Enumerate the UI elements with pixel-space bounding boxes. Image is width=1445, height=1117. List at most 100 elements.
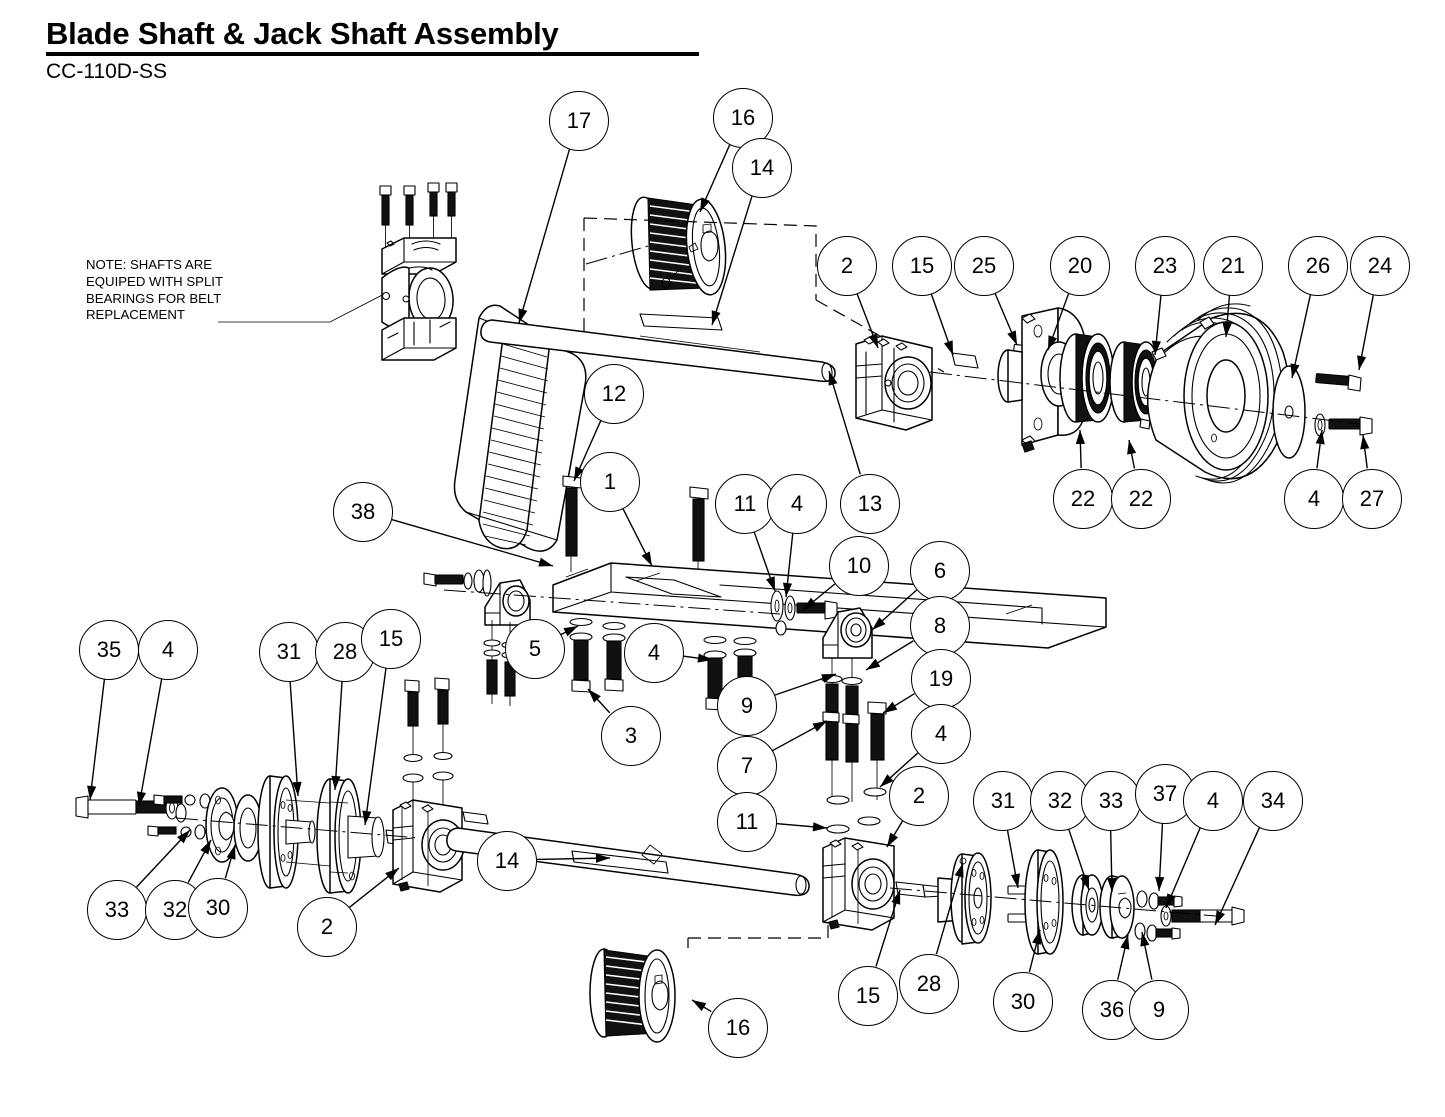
leader-arrowhead-16 <box>700 197 710 212</box>
callout-balloon-7[interactable]: 7 <box>717 736 777 796</box>
callout-balloon-4[interactable]: 4 <box>911 704 971 764</box>
leader-arrowhead-6 <box>872 617 886 630</box>
callout-number: 9 <box>740 693 754 718</box>
callout-number: 35 <box>96 637 122 662</box>
callout-balloon-5[interactable]: 5 <box>505 619 565 679</box>
callout-balloon-9[interactable]: 9 <box>717 676 777 736</box>
callout-balloon-3[interactable]: 3 <box>601 706 661 766</box>
callout-balloon-14[interactable]: 14 <box>732 138 792 198</box>
assembly-note: NOTE: SHAFTS ARE EQUIPED WITH SPLIT BEAR… <box>86 257 224 323</box>
callout-number: 4 <box>161 637 175 662</box>
callout-balloon-31[interactable]: 31 <box>973 771 1033 831</box>
callout-balloon-9[interactable]: 9 <box>1129 980 1189 1040</box>
leader-arrowhead-2 <box>868 333 878 348</box>
callout-number: 30 <box>1010 989 1036 1014</box>
callout-balloon-32[interactable]: 32 <box>1030 771 1090 831</box>
callout-balloon-14[interactable]: 14 <box>477 831 537 891</box>
callout-number: 2 <box>320 914 334 939</box>
part-13-jack-shaft <box>480 319 836 383</box>
centerline-lower-right <box>889 887 1217 917</box>
callout-balloon-4[interactable]: 4 <box>624 623 684 683</box>
callout-balloon-11[interactable]: 11 <box>715 474 775 534</box>
assembly-dash-lower-b <box>688 880 829 939</box>
callout-number: 4 <box>647 640 661 665</box>
callout-balloon-25[interactable]: 25 <box>954 236 1014 296</box>
part-14-key-marker <box>462 811 489 825</box>
callout-balloon-19[interactable]: 19 <box>911 649 971 709</box>
callout-balloon-8[interactable]: 8 <box>910 596 970 656</box>
leader-line-31 <box>289 680 299 797</box>
callout-balloon-22[interactable]: 22 <box>1053 469 1113 529</box>
callout-number: 16 <box>725 1015 751 1040</box>
callout-balloon-31[interactable]: 31 <box>259 622 319 682</box>
callout-balloon-11[interactable]: 11 <box>717 792 777 852</box>
part-left-pillow-block <box>483 579 531 706</box>
callout-number: 30 <box>205 895 231 920</box>
callout-balloon-4[interactable]: 4 <box>1183 771 1243 831</box>
leader-arrowhead-26 <box>1290 363 1300 378</box>
leader-arrowhead-19 <box>883 701 898 713</box>
callout-balloon-20[interactable]: 20 <box>1050 236 1110 296</box>
part-32-flange-washer-left <box>233 794 263 862</box>
leader-arrowhead-30 <box>1032 930 1042 945</box>
leader-line-14 <box>711 195 753 326</box>
leader-arrowhead-9 <box>821 674 836 683</box>
callout-balloon-15[interactable]: 15 <box>361 609 421 669</box>
callout-balloon-30[interactable]: 30 <box>993 972 1053 1032</box>
callout-number: 7 <box>740 753 754 778</box>
callout-balloon-2[interactable]: 2 <box>297 897 357 957</box>
callout-number: 23 <box>1152 253 1178 278</box>
callout-balloon-27[interactable]: 27 <box>1342 469 1402 529</box>
callout-balloon-15[interactable]: 15 <box>892 236 952 296</box>
leader-line-15 <box>364 667 387 826</box>
callout-balloon-4[interactable]: 4 <box>767 474 827 534</box>
callout-balloon-17[interactable]: 17 <box>549 91 609 151</box>
callout-balloon-4[interactable]: 4 <box>1284 469 1344 529</box>
callout-balloon-26[interactable]: 26 <box>1288 236 1348 296</box>
part-28-hub-lower-right <box>937 852 992 945</box>
centerline-upper-right <box>929 371 1361 425</box>
callout-balloon-23[interactable]: 23 <box>1135 236 1195 296</box>
model-number: CC-110D-SS <box>46 60 167 83</box>
callout-balloon-10[interactable]: 10 <box>829 536 889 596</box>
callout-balloon-38[interactable]: 38 <box>333 482 393 542</box>
callout-balloon-22[interactable]: 22 <box>1111 469 1171 529</box>
callout-balloon-34[interactable]: 34 <box>1243 771 1303 831</box>
leader-line-13 <box>828 370 861 475</box>
callout-balloon-13[interactable]: 13 <box>840 474 900 534</box>
callout-balloon-35[interactable]: 35 <box>79 620 139 680</box>
callout-balloon-2[interactable]: 2 <box>889 766 949 826</box>
leader-line-28 <box>935 862 964 955</box>
leader-arrowhead-27 <box>1360 435 1370 450</box>
callout-balloon-33[interactable]: 33 <box>87 880 147 940</box>
callout-balloon-12[interactable]: 12 <box>584 364 644 424</box>
callout-number: 12 <box>601 381 627 406</box>
callout-balloon-15[interactable]: 15 <box>838 966 898 1026</box>
callout-number: 16 <box>730 105 756 130</box>
callout-number: 8 <box>933 613 947 638</box>
leader-arrowhead-7 <box>812 721 827 732</box>
leader-arrowhead-32 <box>200 840 211 855</box>
leader-arrowhead-28 <box>954 863 964 878</box>
callout-balloon-21[interactable]: 21 <box>1203 236 1263 296</box>
callout-balloon-24[interactable]: 24 <box>1350 236 1410 296</box>
callout-balloon-33[interactable]: 33 <box>1081 771 1141 831</box>
leader-arrowhead-1 <box>641 551 652 566</box>
callout-balloon-30[interactable]: 30 <box>188 878 248 938</box>
leader-arrowhead-24 <box>1357 355 1367 370</box>
callout-balloon-2[interactable]: 2 <box>817 236 877 296</box>
callout-number: 27 <box>1359 486 1385 511</box>
callout-number: 6 <box>933 558 947 583</box>
callout-balloon-28[interactable]: 28 <box>899 954 959 1014</box>
leader-arrowhead-4 <box>136 791 146 806</box>
callout-balloon-16[interactable]: 16 <box>708 998 768 1058</box>
part-5-hex-bolts-under-plate <box>569 617 626 693</box>
callout-balloon-1[interactable]: 1 <box>580 452 640 512</box>
leader-arrowhead-21 <box>1222 322 1232 337</box>
part-bolts-above-left-pillow <box>402 677 454 810</box>
callout-balloon-4[interactable]: 4 <box>138 620 198 680</box>
leader-arrowhead-22 <box>1127 440 1137 455</box>
leader-arrowhead-4 <box>1166 893 1176 908</box>
callout-balloon-6[interactable]: 6 <box>910 541 970 601</box>
